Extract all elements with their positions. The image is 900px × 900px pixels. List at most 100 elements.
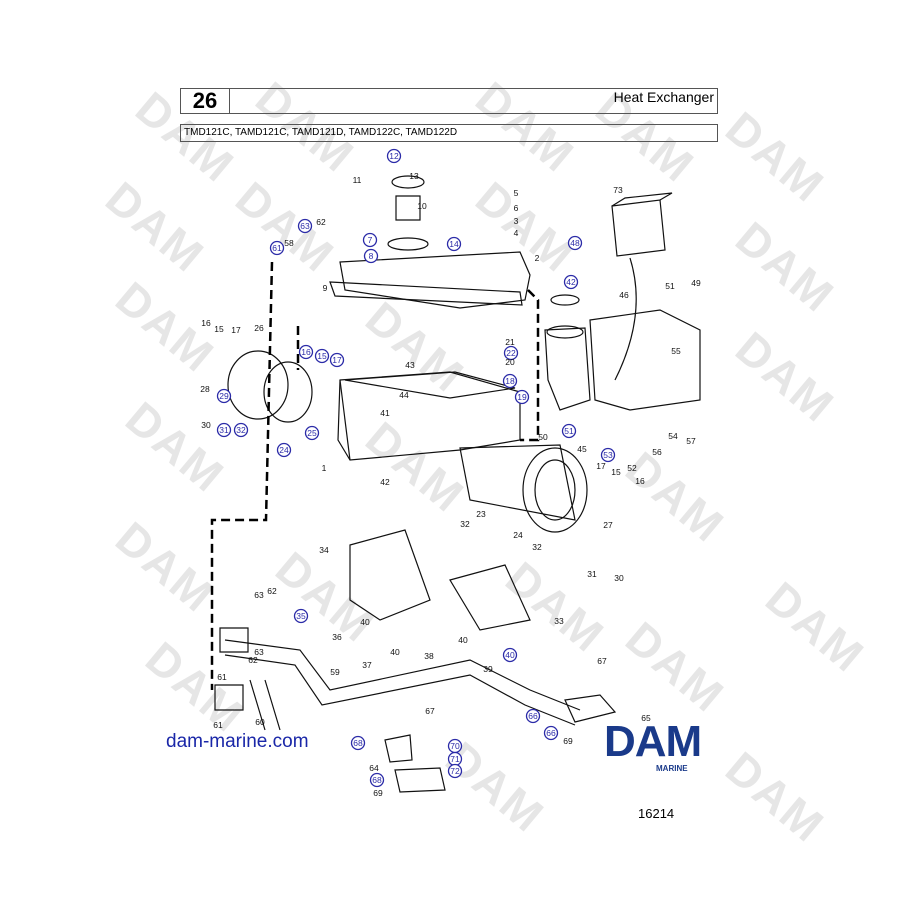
callout-number: 50 xyxy=(538,432,548,442)
part-callout: 24 xyxy=(513,530,523,540)
callout-number: 55 xyxy=(671,346,681,356)
callout-circle xyxy=(276,442,292,458)
part-callout: 41 xyxy=(380,408,390,418)
callout-number: 61 xyxy=(213,720,223,730)
callout-number: 35 xyxy=(296,611,306,621)
thermostat xyxy=(550,294,580,306)
callout-number: 11 xyxy=(353,175,362,185)
callout-number: 33 xyxy=(554,616,564,626)
callout-number: 63 xyxy=(300,221,310,231)
part-callout: 13 xyxy=(409,171,419,181)
clamp-66 xyxy=(384,734,413,763)
callout-number: 52 xyxy=(627,463,637,473)
callout-number: 64 xyxy=(369,763,379,773)
callout-number: 63 xyxy=(254,590,264,600)
end-cover xyxy=(227,350,289,420)
part-callout: 17 xyxy=(596,461,606,471)
callout-number: 69 xyxy=(373,788,383,798)
callout-number: 48 xyxy=(570,238,580,248)
part-callout: 27 xyxy=(603,520,613,530)
callout-number: 30 xyxy=(201,420,211,430)
leader-left xyxy=(210,261,274,690)
callout-number: 32 xyxy=(532,542,542,552)
callout-circle xyxy=(561,423,577,439)
callout-number: 46 xyxy=(619,290,629,300)
housing-top xyxy=(344,371,516,399)
part-callout: 54 xyxy=(668,431,678,441)
part-callout: 16 xyxy=(201,318,211,328)
callout-number: 2 xyxy=(535,253,540,263)
part-callout: 7 xyxy=(362,232,378,248)
part-callout: 17 xyxy=(231,325,241,335)
part-callout: 65 xyxy=(641,713,651,723)
callout-number: 59 xyxy=(330,667,340,677)
callout-circle xyxy=(525,708,541,724)
cooler-end xyxy=(522,447,588,533)
callout-number: 62 xyxy=(316,217,326,227)
part-callout: 14 xyxy=(446,236,462,252)
callout-number: 65 xyxy=(641,713,651,723)
flange-61-bottom xyxy=(214,684,244,711)
part-callout: 40 xyxy=(390,647,400,657)
cooler-tube xyxy=(459,444,576,521)
callout-number: 19 xyxy=(517,392,527,402)
cover-gasket xyxy=(329,281,523,306)
callout-number: 68 xyxy=(372,775,382,785)
callout-circle xyxy=(563,274,579,290)
callout-number: 21 xyxy=(505,337,515,347)
part-callout: 69 xyxy=(563,736,573,746)
part-callout: 69 xyxy=(373,788,383,798)
sensor-box-top xyxy=(611,192,673,207)
part-callout: 68 xyxy=(369,772,385,788)
clamp-65 xyxy=(564,694,617,723)
callout-number: 68 xyxy=(353,738,363,748)
callout-number: 3 xyxy=(514,216,519,226)
callout-circle xyxy=(446,236,462,252)
part-callout: 72 xyxy=(447,763,463,779)
part-callout: 62 xyxy=(267,586,277,596)
part-callout: 51 xyxy=(665,281,675,291)
part-callout: 57 xyxy=(686,436,696,446)
callout-number: 4 xyxy=(514,228,519,238)
part-callout: 66 xyxy=(543,725,559,741)
part-callout: 67 xyxy=(425,706,435,716)
part-callout: 59 xyxy=(330,667,340,677)
part-callout: 62 xyxy=(316,217,326,227)
part-callout: 8 xyxy=(363,248,379,264)
callout-circle xyxy=(567,235,583,251)
part-callout: 31 xyxy=(216,422,232,438)
sensor-cable xyxy=(614,257,637,381)
part-callout: 32 xyxy=(233,422,249,438)
part-callout: 21 xyxy=(505,337,515,347)
callout-number: 54 xyxy=(668,431,678,441)
callout-number: 16 xyxy=(635,476,645,486)
top-cover xyxy=(339,251,531,309)
callout-number: 13 xyxy=(409,171,419,181)
callout-circle xyxy=(363,248,379,264)
callout-number: 15 xyxy=(214,324,224,334)
part-callout: 61 xyxy=(269,240,285,256)
part-callout: 39 xyxy=(483,664,493,674)
part-callout: 58 xyxy=(284,238,294,248)
callout-number: 15 xyxy=(317,351,327,361)
callout-circle xyxy=(386,148,402,164)
callout-circle xyxy=(216,388,232,404)
callout-circle xyxy=(297,218,313,234)
part-callout: 43 xyxy=(405,360,415,370)
callout-number: 62 xyxy=(248,655,258,665)
part-callout: 60 xyxy=(255,717,265,727)
callout-number: 73 xyxy=(613,185,623,195)
callout-number: 40 xyxy=(458,635,468,645)
callout-circle xyxy=(502,647,518,663)
callout-number: 22 xyxy=(506,348,516,358)
part-callout: 48 xyxy=(567,235,583,251)
callout-number: 12 xyxy=(389,151,399,161)
bracket-33 xyxy=(449,564,531,631)
callout-number: 25 xyxy=(307,428,317,438)
callout-number: 16 xyxy=(301,347,311,357)
exhaust-pipe-top xyxy=(224,639,581,711)
website-link[interactable]: dam-marine.com xyxy=(166,731,309,752)
callout-number: 14 xyxy=(449,239,459,249)
callout-circle xyxy=(362,232,378,248)
